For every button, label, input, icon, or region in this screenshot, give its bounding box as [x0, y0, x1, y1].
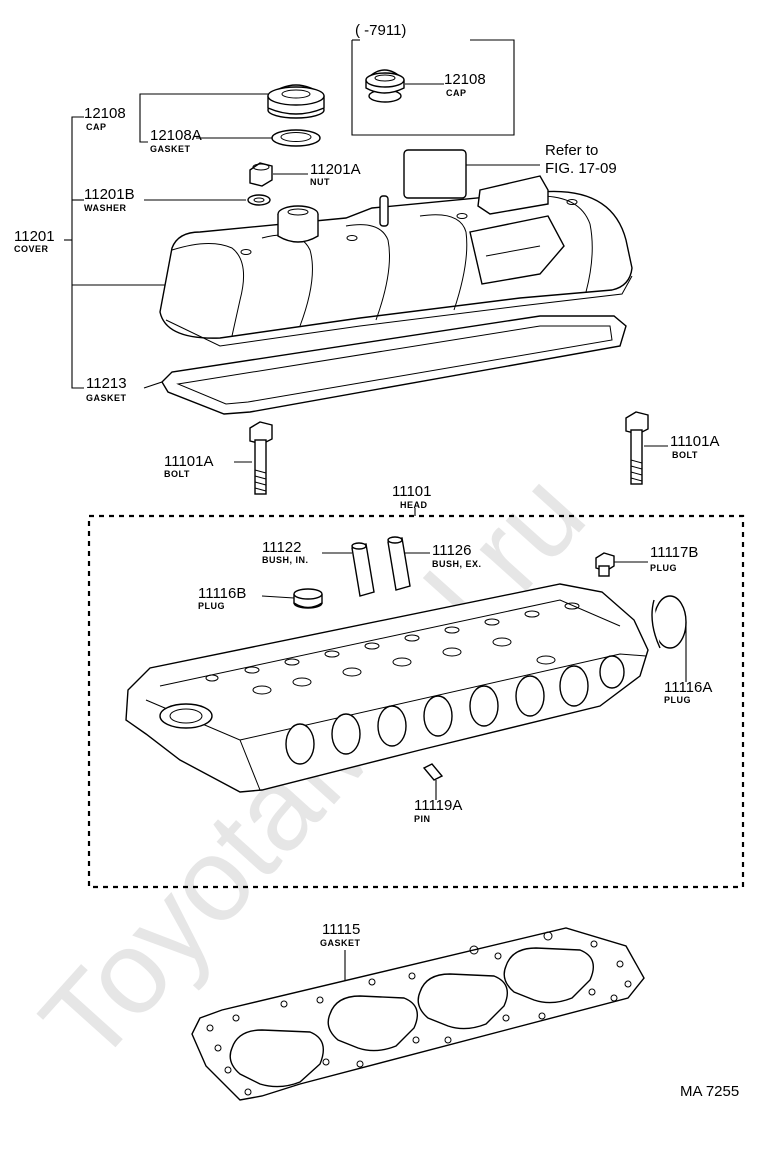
bush-ex-name: BUSH, EX. [432, 559, 482, 569]
head-group-box [87, 514, 745, 889]
refer-note: Refer to FIG. 17-09 [403, 142, 617, 199]
refer-line-1: Refer to [545, 142, 598, 159]
cap-inset-drawing [365, 69, 405, 103]
cap-name: CAP [86, 122, 107, 132]
diagram-code: MA 7255 [680, 1083, 739, 1100]
plug-116a-name: PLUG [664, 695, 691, 705]
inset-range: ( -7911) [355, 22, 406, 39]
gasket-cover-number: 11213 [86, 375, 127, 392]
refer-line-2: FIG. 17-09 [545, 160, 617, 177]
bush-in-drawing [351, 542, 375, 597]
nut-number: 11201A [310, 161, 361, 178]
cap-gasket-drawing [271, 129, 321, 147]
cap-number: 12108 [84, 105, 126, 122]
nut-name: NUT [310, 177, 330, 187]
washer-drawing [247, 194, 271, 206]
cylinder-head-drawing [125, 583, 649, 793]
plug-11117b-drawing [595, 552, 615, 577]
cover-bracket [64, 93, 308, 389]
bolt-left-name: BOLT [164, 469, 190, 479]
cover-number: 11201 [14, 228, 55, 245]
plug-b-number: 11117B [650, 544, 698, 561]
plug-116a-number: 11116A [664, 679, 712, 696]
gasket-cover-name: GASKET [86, 393, 127, 403]
bush-ex-number: 11126 [432, 542, 472, 559]
bolt-right-name: BOLT [672, 450, 698, 460]
washer-name: WASHER [84, 203, 127, 213]
plug-116b-number: 11116B [198, 585, 246, 602]
pin-name: PIN [414, 814, 431, 824]
bush-in-number: 11122 [262, 539, 302, 556]
cap-inset-number: 12108 [444, 71, 486, 88]
plug-116b-name: PLUG [198, 601, 225, 611]
bush-ex-drawing [387, 536, 411, 591]
pin-drawing [422, 763, 444, 781]
cover-gasket-drawing [161, 315, 627, 415]
pin-number: 11119A [414, 797, 462, 814]
bolt-left-number: 11101A [164, 453, 214, 470]
washer-number: 11201B [84, 186, 135, 203]
inset-box: ( -7911) 12108 CAP [351, 22, 515, 136]
bolt-right-drawing [625, 411, 649, 485]
head-gasket-drawing [191, 927, 645, 1101]
nut-drawing [249, 162, 273, 187]
bolt-right-number: 11101A [670, 433, 720, 450]
head-name: HEAD [400, 500, 428, 510]
plug-11116a-drawing [651, 595, 687, 649]
head-gasket-number: 11115 [322, 921, 360, 938]
valve-cover-drawing [159, 175, 633, 347]
plug-b-name: PLUG [650, 563, 677, 573]
cap-inset-name: CAP [446, 88, 467, 98]
gasket-cap-number: 12108A [150, 127, 202, 144]
gasket-cap-name: GASKET [150, 144, 191, 154]
plug-11116b-drawing [293, 588, 323, 609]
cap-drawing [267, 84, 325, 119]
head-number: 11101 [392, 483, 432, 500]
cover-name: COVER [14, 244, 49, 254]
bush-in-name: BUSH, IN. [262, 555, 309, 565]
bolt-left-drawing [249, 421, 273, 495]
head-gasket-name: GASKET [320, 938, 361, 948]
